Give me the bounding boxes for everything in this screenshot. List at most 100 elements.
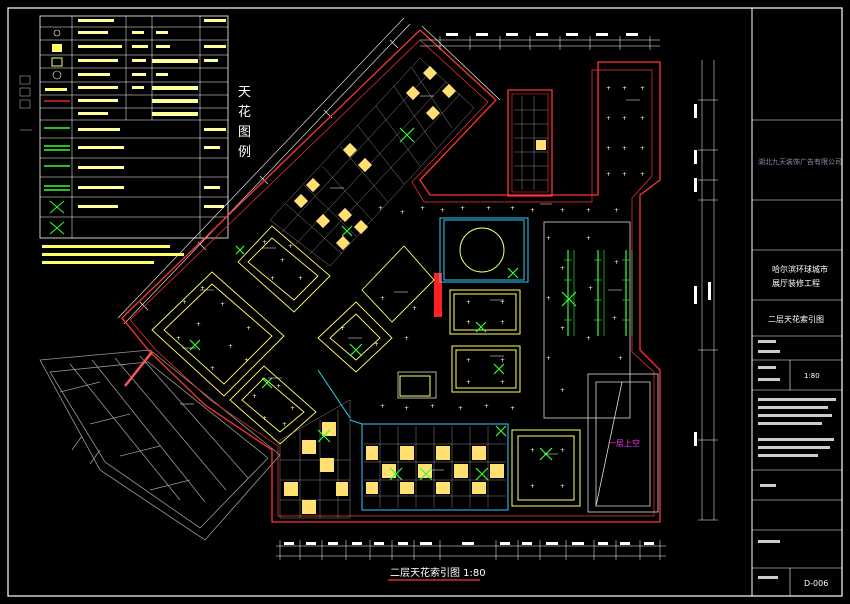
light-fixtures: + + + + + + + + + + + + + + + + + + + + + + + + + + + + + +… (176, 85, 645, 490)
drawing-caption: 二层天花索引图 1:80 (390, 566, 486, 579)
svg-text:+: + (246, 325, 251, 332)
right-dimension-text (694, 104, 711, 446)
room-label: 一层上空 (608, 438, 640, 448)
svg-text:+: + (262, 239, 267, 246)
svg-text:+: + (430, 403, 435, 410)
svg-text:+: + (466, 357, 471, 364)
red-ramp (124, 351, 153, 387)
svg-text:+: + (412, 305, 417, 312)
svg-text:+: + (244, 357, 249, 364)
svg-text:+: + (262, 415, 267, 422)
diagonal-dimension (117, 17, 501, 325)
exterior-gray-structure (39, 349, 281, 541)
red-stair-strip (434, 273, 442, 317)
top-dimension-text (446, 33, 638, 36)
lower-tiles (284, 422, 348, 514)
hvac-slots (564, 259, 630, 321)
upper-wing-tiles (293, 65, 457, 251)
svg-text:+: + (380, 295, 385, 302)
svg-text:+: + (404, 405, 409, 412)
title-block (752, 119, 842, 596)
diamond-ceiling-panels (151, 225, 435, 445)
svg-text:+: + (614, 207, 619, 214)
svg-text:+: + (622, 115, 627, 122)
svg-text:+: + (466, 379, 471, 386)
svg-text:+: + (380, 403, 385, 410)
top-dimension-chain (420, 36, 660, 50)
svg-text:+: + (530, 483, 535, 490)
svg-text:+: + (440, 207, 445, 214)
project-name-line1: 哈尔滨环球城市 (772, 264, 828, 274)
upper-wing-ceiling-grid (269, 57, 475, 267)
svg-text:+: + (340, 325, 345, 332)
bottom-dimension-text (284, 542, 654, 545)
svg-text:+: + (276, 383, 281, 390)
elevation-tags (180, 95, 640, 471)
svg-text:+: + (420, 205, 425, 212)
sheet-border (7, 7, 843, 597)
svg-text:+: + (282, 421, 287, 428)
svg-text:+: + (270, 275, 275, 282)
lower-tile-grid (279, 399, 351, 519)
svg-text:+: + (586, 335, 591, 342)
svg-text:+: + (176, 335, 181, 342)
svg-text:+: + (640, 145, 645, 152)
svg-text:+: + (618, 355, 623, 362)
svg-text:+: + (640, 171, 645, 178)
svg-text:+: + (404, 335, 409, 342)
svg-text:+: + (640, 115, 645, 122)
svg-text:+: + (484, 403, 489, 410)
svg-text:+: + (458, 405, 463, 412)
legend-title: 天 花 图 例 (238, 85, 251, 160)
svg-text:+: + (606, 115, 611, 122)
svg-text:+: + (560, 265, 565, 272)
svg-text:+: + (606, 85, 611, 92)
svg-text:+: + (530, 207, 535, 214)
svg-text:+: + (510, 205, 515, 212)
svg-text:+: + (374, 341, 379, 348)
svg-text:+: + (546, 295, 551, 302)
corridor-tile (536, 140, 546, 150)
svg-text:+: + (460, 205, 465, 212)
svg-text:+: + (196, 321, 201, 328)
svg-text:+: + (530, 447, 535, 454)
title-block-small-text (758, 340, 836, 579)
margin-symbols (19, 75, 32, 131)
right-dimension-chain (698, 60, 718, 521)
svg-text:+: + (182, 299, 187, 306)
svg-text:+: + (622, 171, 627, 178)
svg-text:+: + (560, 447, 565, 454)
svg-text:+: + (606, 145, 611, 152)
svg-text:+: + (500, 357, 505, 364)
legend-title-char: 例 (238, 145, 251, 160)
svg-text:+: + (586, 207, 591, 214)
sheet-number: D-006 (804, 579, 828, 588)
svg-text:+: + (298, 275, 303, 282)
svg-text:+: + (640, 85, 645, 92)
svg-text:+: + (560, 387, 565, 394)
svg-text:+: + (546, 355, 551, 362)
svg-text:+: + (466, 299, 471, 306)
svg-text:+: + (466, 319, 471, 326)
svg-text:+: + (378, 205, 383, 212)
svg-text:+: + (560, 207, 565, 214)
cyan-lobby-zone (317, 217, 529, 511)
svg-text:+: + (546, 235, 551, 242)
lobby-grid (364, 426, 506, 508)
svg-text:+: + (486, 205, 491, 212)
svg-text:+: + (252, 393, 257, 400)
lobby-tiles (366, 446, 504, 494)
svg-text:+: + (220, 301, 225, 308)
svg-text:+: + (280, 257, 285, 264)
svg-text:+: + (606, 171, 611, 178)
svg-text:+: + (200, 285, 205, 292)
svg-text:+: + (288, 243, 293, 250)
bottom-dimension-chain (276, 540, 666, 560)
svg-text:+: + (622, 85, 627, 92)
svg-text:+: + (560, 483, 565, 490)
svg-text:+: + (586, 235, 591, 242)
svg-text:+: + (290, 405, 295, 412)
sheet-scale: 1:80 (804, 372, 820, 380)
exterior-walls (121, 29, 661, 523)
